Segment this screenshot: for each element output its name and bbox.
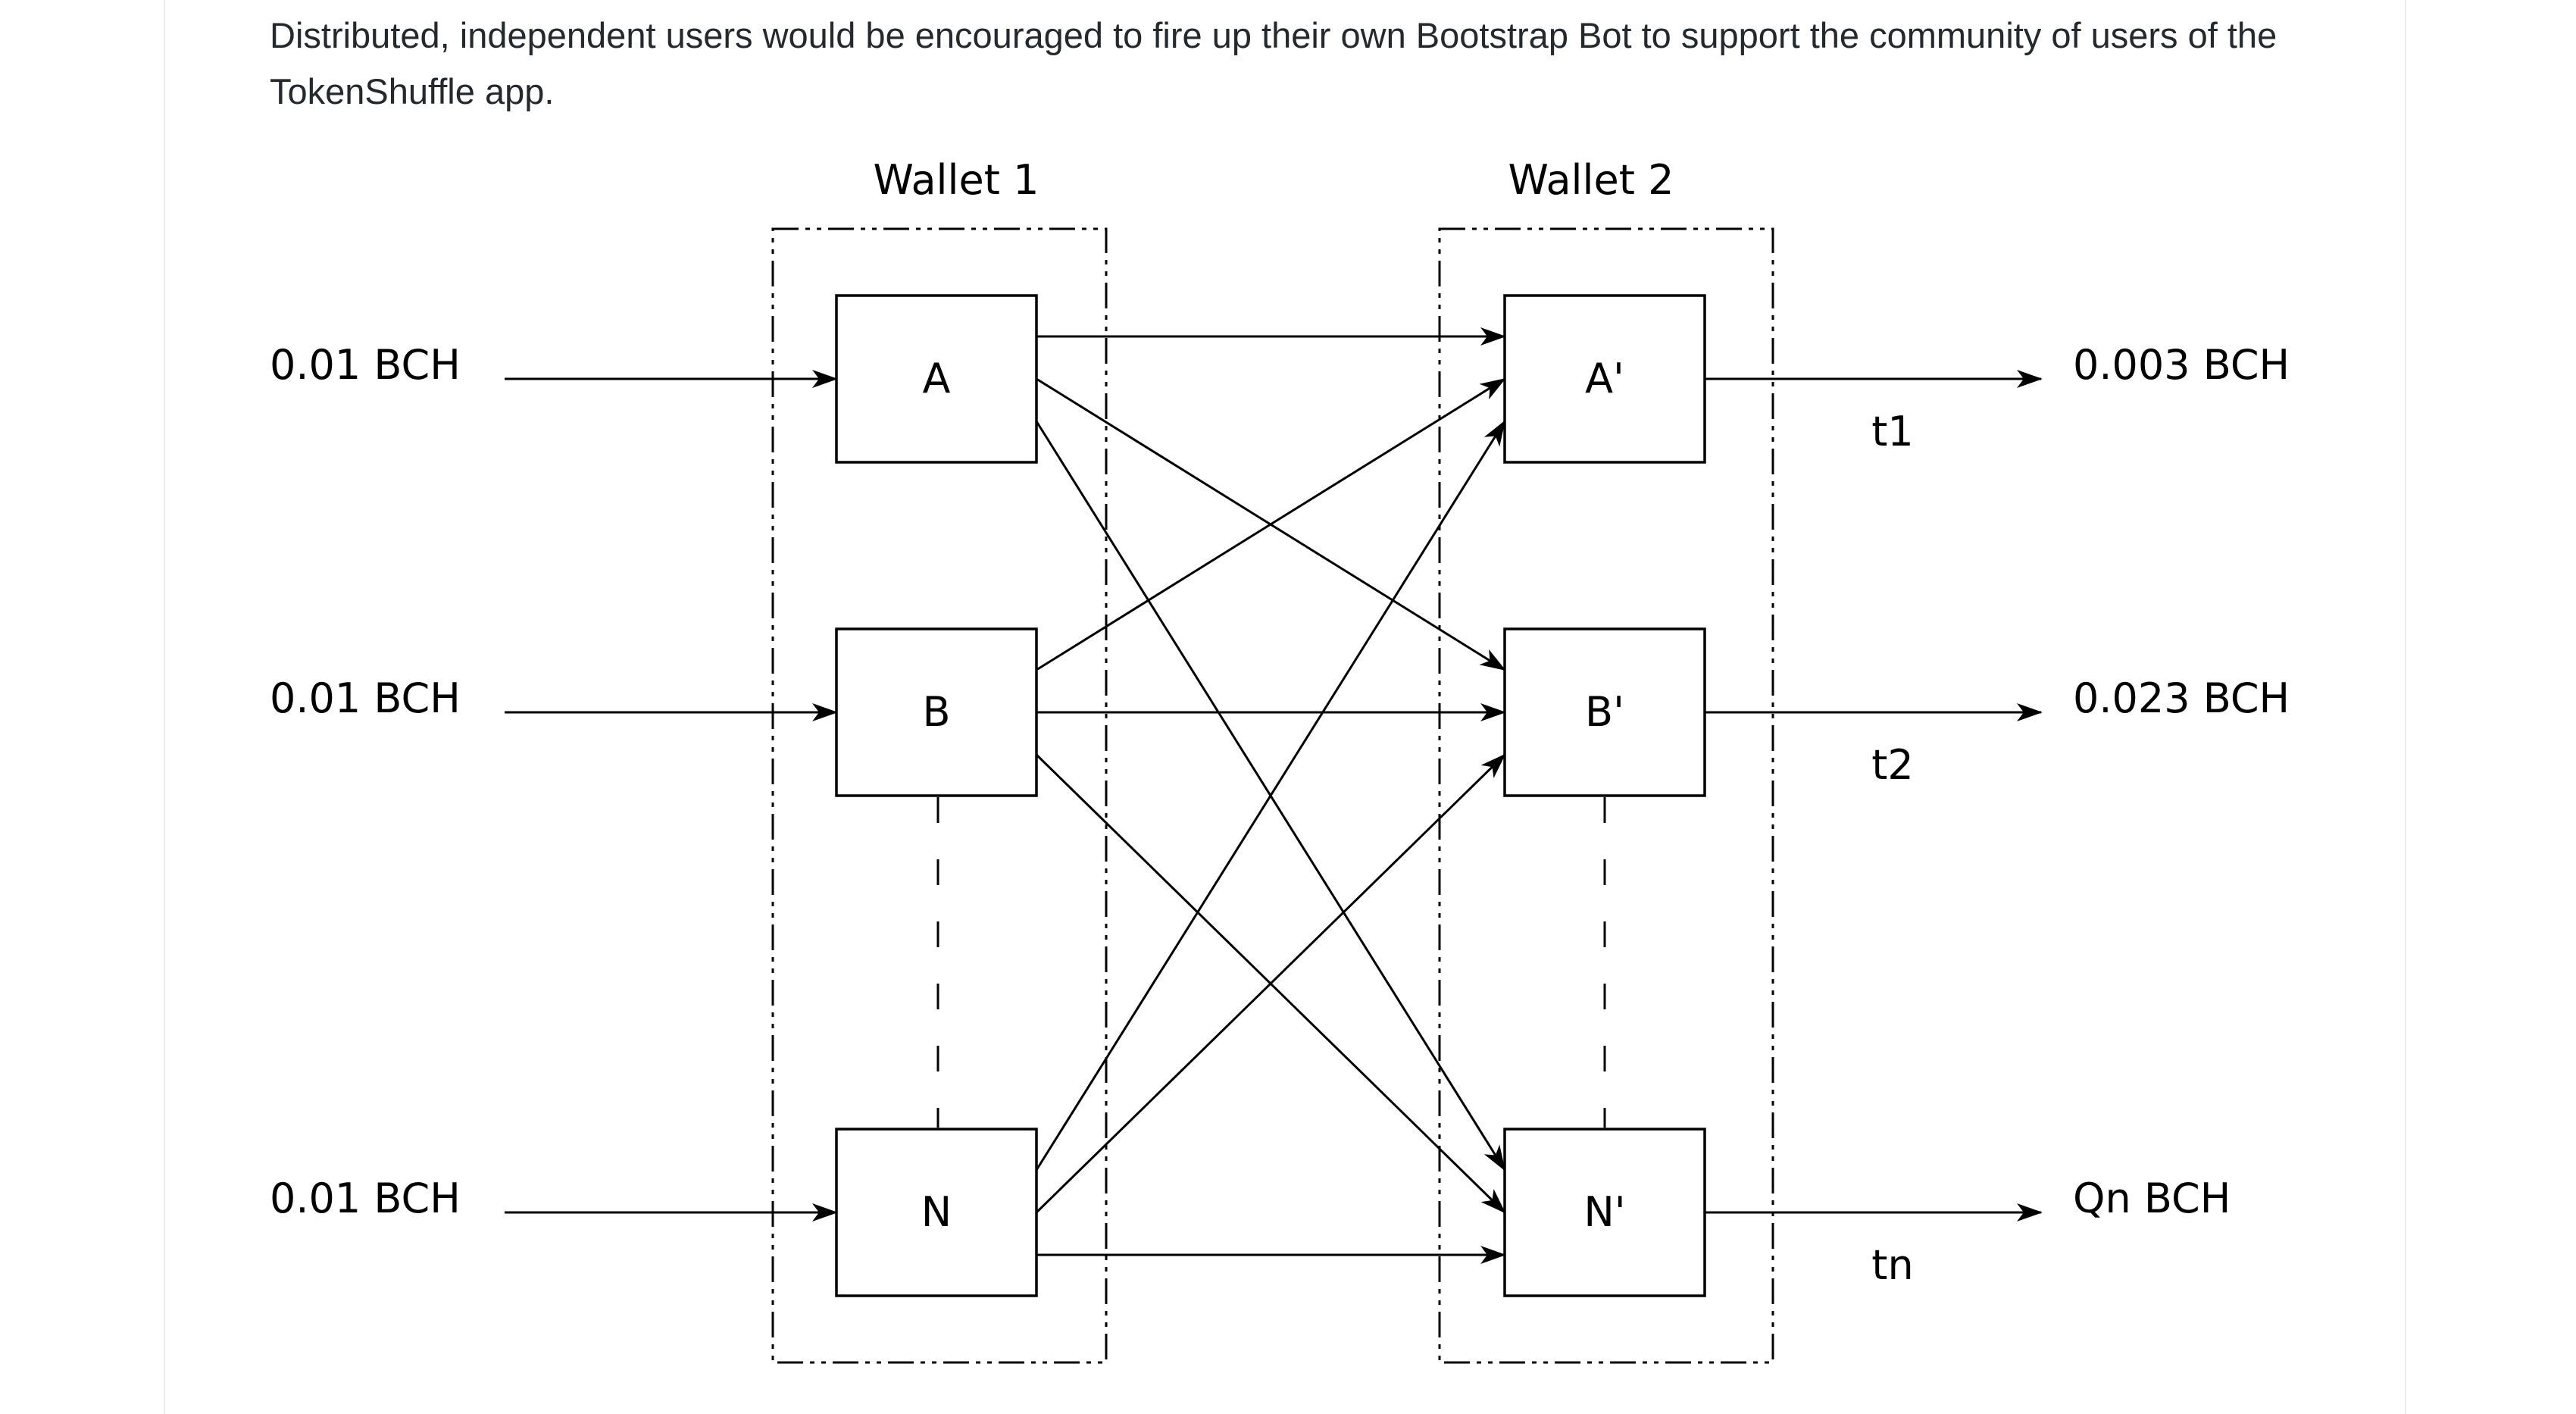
wallet-1-frame	[771, 227, 1108, 1364]
time-label-t1: t1	[1871, 408, 1914, 455]
node-n-prime: N'	[1503, 1128, 1706, 1297]
wallet-2-title: Wallet 2	[1508, 156, 1674, 204]
node-b-label: B	[922, 688, 950, 736]
output-label-n2: Qn BCH	[2073, 1175, 2231, 1222]
node-b-prime-label: B'	[1585, 688, 1624, 736]
wallet-2-frame	[1438, 227, 1774, 1364]
node-n: N	[835, 1128, 1038, 1297]
node-n-label: N	[921, 1188, 952, 1236]
time-label-tn: tn	[1871, 1241, 1913, 1289]
node-a: A	[835, 294, 1038, 464]
intro-paragraph: Distributed, independent users would be …	[270, 15, 2277, 111]
input-label-a: 0.01 BCH	[270, 341, 461, 389]
wallet-1-title: Wallet 1	[874, 156, 1039, 204]
node-a-prime-label: A'	[1585, 355, 1624, 402]
output-label-b2: 0.023 BCH	[2073, 674, 2290, 722]
node-n-prime-label: N'	[1583, 1188, 1625, 1236]
node-b: B	[835, 627, 1038, 797]
time-label-t2: t2	[1871, 741, 1914, 789]
content-frame	[164, 0, 2406, 1414]
input-label-b: 0.01 BCH	[270, 674, 461, 722]
edge-n-b2	[1035, 753, 1506, 1214]
edge-n-a2	[1035, 420, 1506, 1171]
node-b-prime: B'	[1503, 627, 1706, 797]
output-label-a2: 0.003 BCH	[2073, 341, 2290, 389]
edge-b-a2	[1036, 377, 1506, 671]
input-label-n: 0.01 BCH	[270, 1175, 461, 1222]
node-a-label: A	[923, 355, 951, 402]
node-a-prime: A'	[1503, 294, 1706, 464]
